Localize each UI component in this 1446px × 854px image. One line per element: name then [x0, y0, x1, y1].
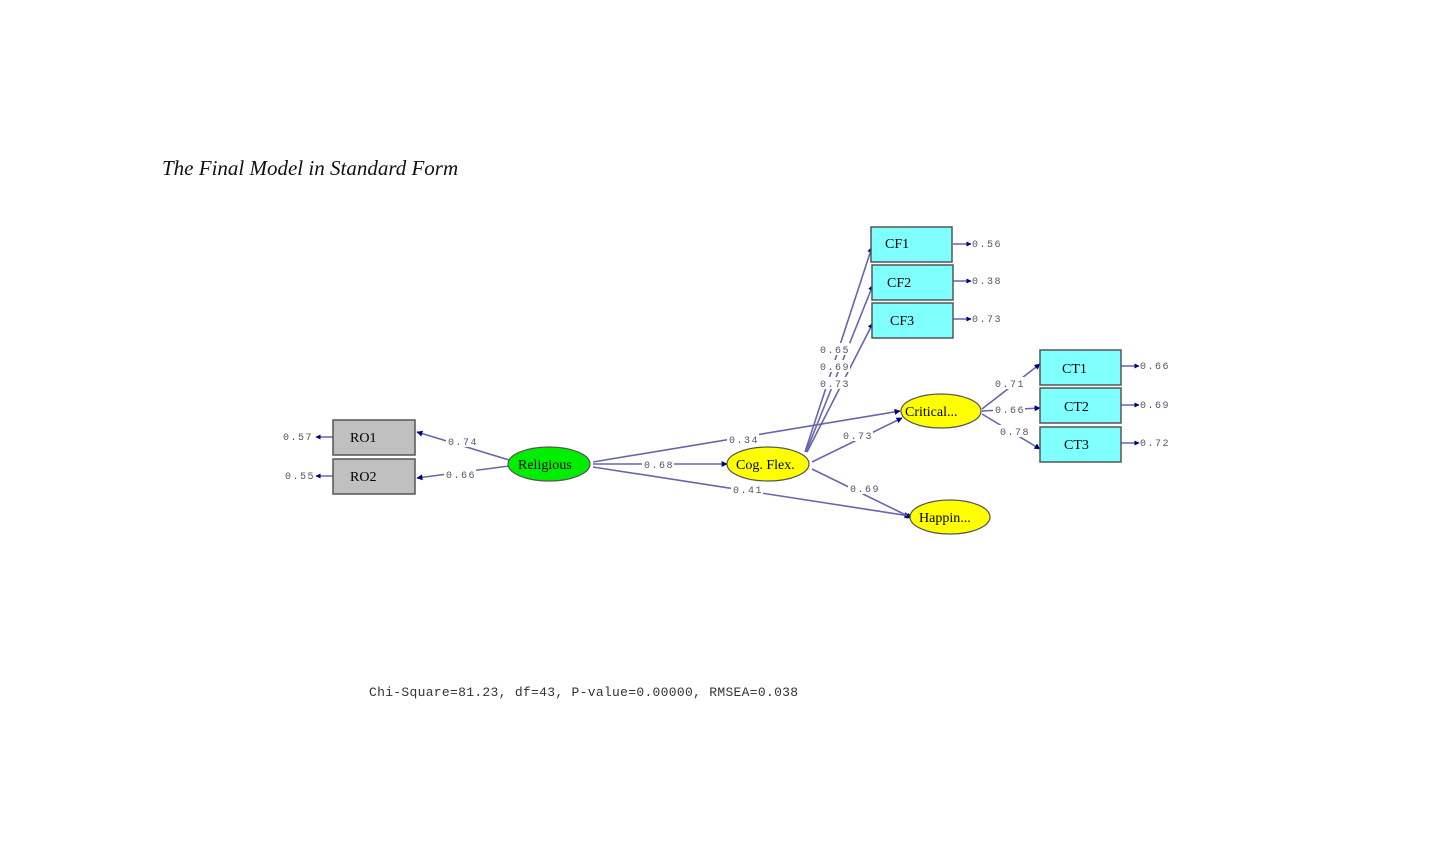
observed-node-ro1: RO1 [332, 419, 416, 456]
coef-cogflex-cf2: 0.69 [820, 363, 850, 374]
observed-node-ct1: CT1 [1039, 349, 1122, 386]
error-variance-ro2: 0.55 [285, 472, 315, 483]
coef-religious-cogflex: 0.68 [644, 461, 674, 472]
node-label-happin: Happin... [919, 511, 971, 526]
coef-critical-ct1: 0.71 [995, 380, 1025, 391]
error-variance-ct1: 0.66 [1140, 362, 1170, 373]
observed-node-ct2: CT2 [1039, 387, 1122, 424]
error-variance-cf3: 0.73 [972, 315, 1002, 326]
observed-node-cf2: CF2 [871, 264, 954, 301]
observed-node-ro2: RO2 [332, 458, 416, 495]
coef-religious-ro1: 0.74 [448, 438, 478, 449]
observed-node-cf3: CF3 [871, 302, 954, 339]
coef-religious-happin: 0.41 [733, 486, 763, 497]
latent-node-cogflex: Cog. Flex. [726, 446, 810, 482]
observed-node-ct3: CT3 [1039, 426, 1122, 463]
figure-caption: The Final Model in Standard Form [162, 156, 459, 180]
observed-node-cf1: CF1 [870, 226, 953, 263]
node-label-ro2: RO2 [350, 470, 376, 485]
node-label-cf3: CF3 [890, 314, 914, 329]
node-label-religious: Religious [518, 458, 572, 473]
error-variance-cf1: 0.56 [972, 240, 1002, 251]
latent-node-happin: Happin... [909, 499, 991, 535]
coef-cogflex-cf3: 0.73 [820, 380, 850, 391]
error-variance-cf2: 0.38 [972, 277, 1002, 288]
coef-cogflex-critical: 0.73 [843, 432, 873, 443]
node-label-critical: Critical... [905, 405, 958, 420]
coef-critical-ct2: 0.66 [995, 406, 1025, 417]
node-label-ct1: CT1 [1062, 362, 1087, 377]
node-label-cogflex: Cog. Flex. [736, 458, 795, 473]
coef-cogflex-happin: 0.69 [850, 485, 880, 496]
coef-cogflex-cf1: 0.65 [820, 346, 850, 357]
node-label-cf1: CF1 [885, 237, 909, 252]
error-variance-ct2: 0.69 [1140, 401, 1170, 412]
latent-node-critical: Critical... [900, 393, 982, 429]
error-variance-ct3: 0.72 [1140, 439, 1170, 450]
node-label-ct3: CT3 [1064, 438, 1089, 453]
node-label-ro1: RO1 [350, 431, 376, 446]
node-label-cf2: CF2 [887, 276, 911, 291]
coef-religious-ro2: 0.66 [446, 471, 476, 482]
coef-critical-ct3: 0.78 [1000, 428, 1030, 439]
latent-node-religious: Religious [507, 446, 591, 482]
fit-statistics: Chi-Square=81.23, df=43, P-value=0.00000… [369, 685, 799, 700]
node-label-ct2: CT2 [1064, 400, 1089, 415]
error-variance-ro1: 0.57 [283, 433, 313, 444]
coef-religious-critical: 0.34 [729, 436, 759, 447]
